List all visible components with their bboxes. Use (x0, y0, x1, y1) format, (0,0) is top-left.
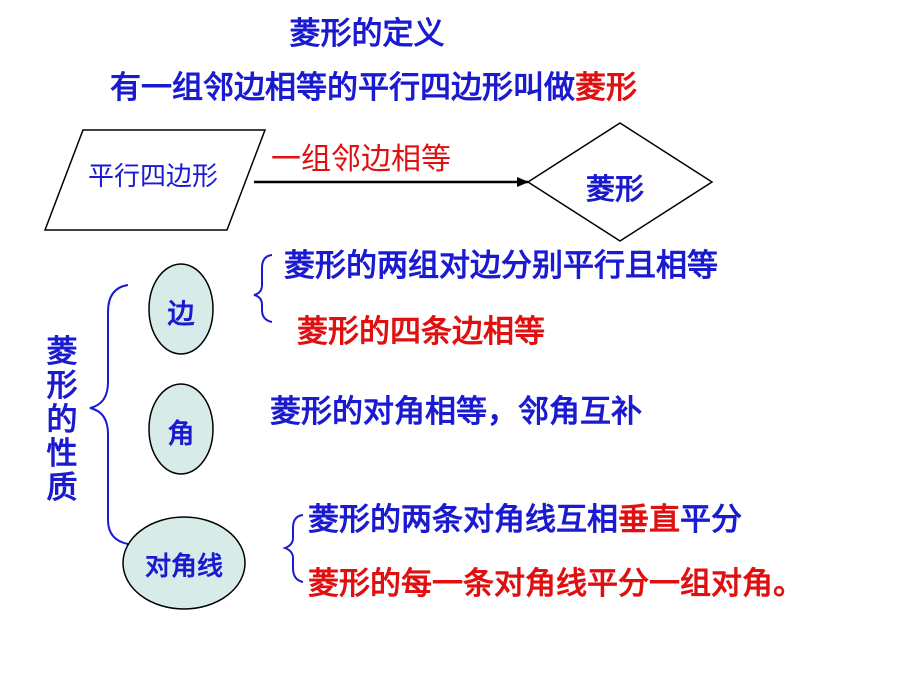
main-brace (89, 284, 129, 545)
vertical-char: 的 (46, 402, 78, 438)
side-oval (148, 263, 214, 355)
angle-oval (148, 383, 214, 475)
arrow-condition-label: 一组邻边相等 (271, 142, 451, 177)
diagonal-oval (122, 516, 246, 610)
side-brace (253, 254, 273, 323)
rhombus-label: 菱形 (586, 172, 645, 206)
diagonal-property-1-c: 平分 (680, 502, 742, 538)
rhombus-shape (526, 122, 714, 242)
vertical-char: 性 (46, 436, 78, 472)
angle-oval-label: 角 (167, 419, 195, 450)
angle-property: 菱形的对角相等，邻角互补 (270, 394, 642, 430)
definition-sentence: 有一组邻边相等的平行四边形叫做菱形 (110, 62, 637, 107)
diagonal-property-2: 菱形的每一条对角线平分一组对角。 (308, 566, 804, 602)
parallelogram-shape (43, 129, 267, 231)
definition-prefix: 有一组邻边相等的平行四边形叫做 (110, 70, 575, 106)
diagonal-brace (282, 514, 304, 583)
side-property-1: 菱形的两组对边分别平行且相等 (284, 248, 718, 284)
diagonal-property-1: 菱形的两条对角线互相垂直平分 (308, 494, 742, 539)
diagonal-property-1-a: 菱形的两条对角线互相 (308, 502, 618, 538)
side-property-2: 菱形的四条边相等 (297, 314, 545, 350)
vertical-char: 形 (46, 368, 78, 404)
page-title: 菱形的定义 (289, 16, 445, 52)
vertical-char: 质 (46, 470, 78, 506)
side-oval-label: 边 (167, 299, 195, 330)
diagonal-property-1-b: 垂直 (618, 502, 680, 538)
definition-highlight: 菱形 (575, 70, 637, 106)
diagonal-oval-label: 对角线 (144, 552, 223, 582)
properties-vertical-label: 菱 形 的 性 质 (44, 335, 80, 505)
vertical-char: 菱 (46, 334, 78, 370)
parallelogram-label: 平行四边形 (88, 162, 219, 192)
